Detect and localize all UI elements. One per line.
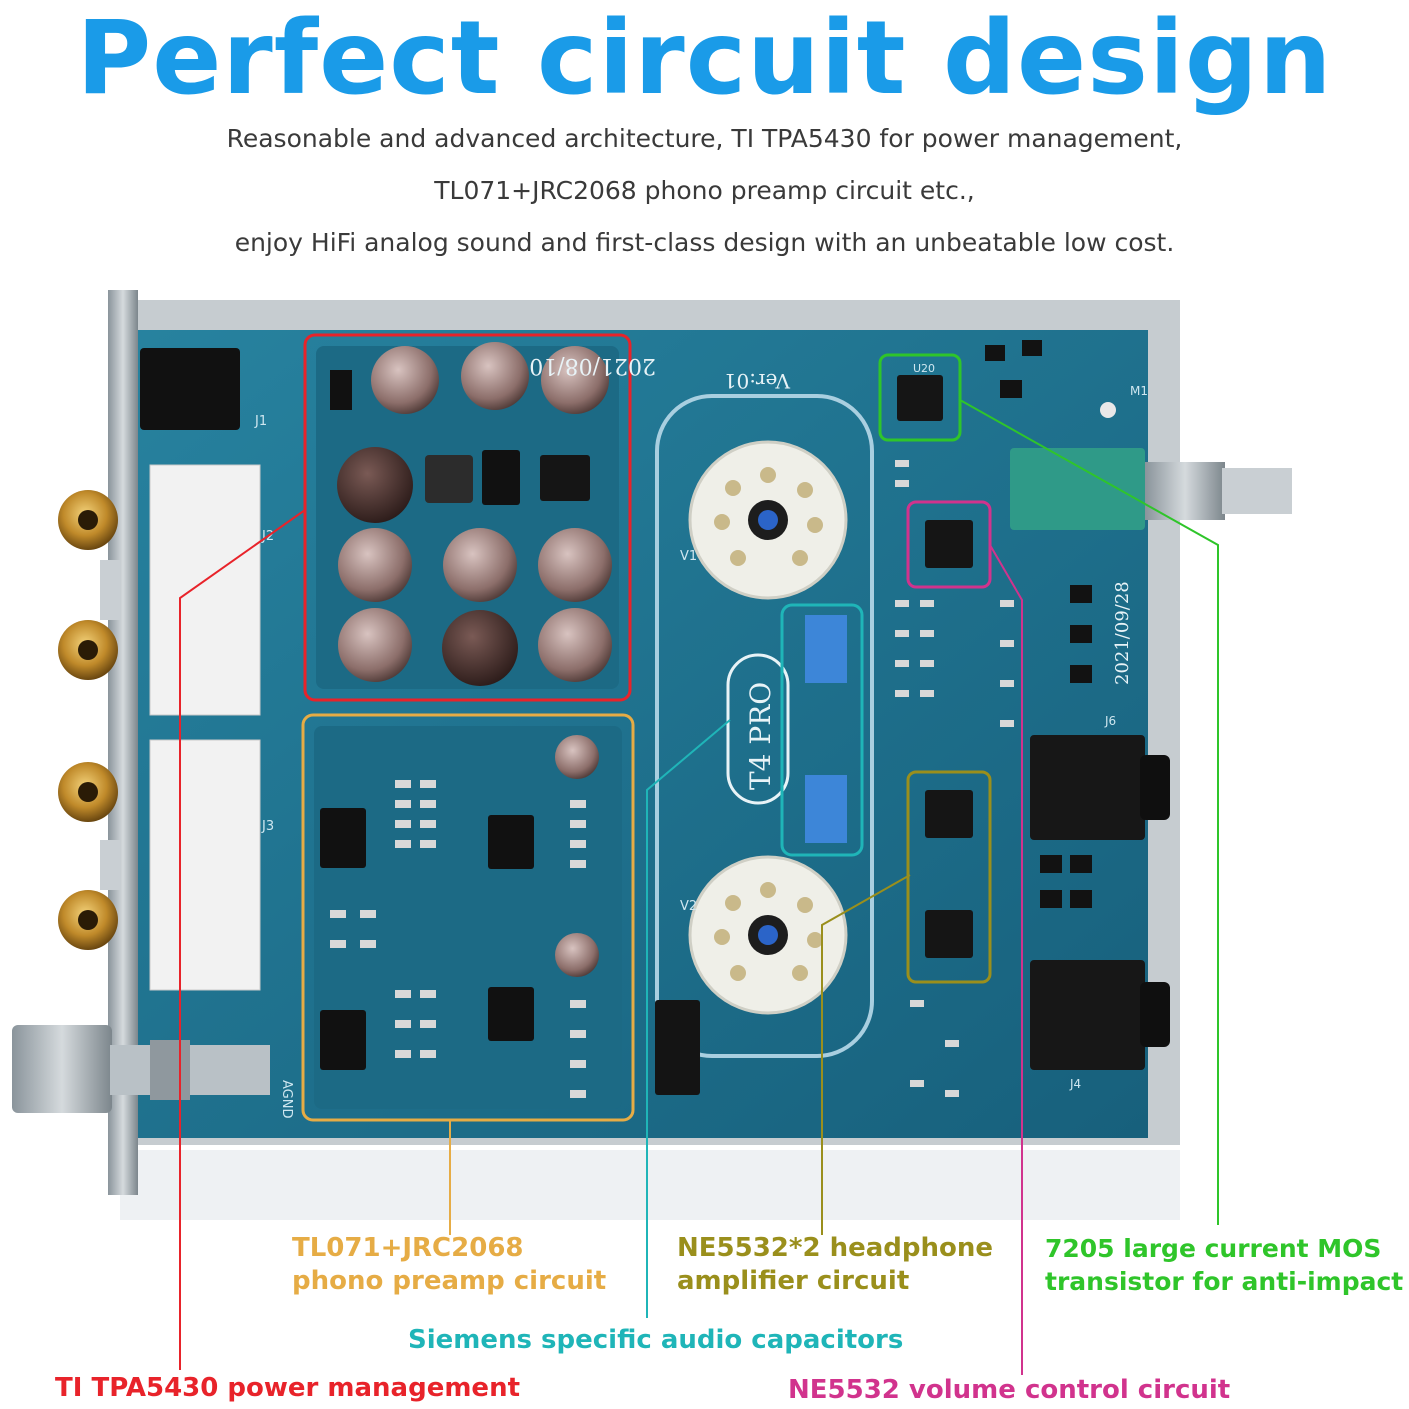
dc-jack (140, 348, 240, 430)
label-m1: M1 (1130, 384, 1148, 398)
callout-leaders (179, 399, 1219, 1375)
callout-phono-line-2: phono preamp circuit (292, 1266, 607, 1296)
power-capacitors (330, 342, 612, 686)
phono-section-area (314, 726, 622, 1109)
siemens-capacitor-1 (805, 615, 847, 683)
label-v1: V1 (680, 549, 697, 564)
chip-u8 (925, 790, 973, 838)
power-section-area (316, 346, 619, 689)
transistors (985, 340, 1092, 908)
callout-mos-line-2: transistor for anti-impact (1045, 1267, 1404, 1296)
label-u20: U20 (913, 362, 935, 375)
label-v2: V2 (680, 899, 697, 914)
chip-u14 (655, 1000, 700, 1095)
pcb (138, 330, 1148, 1138)
board-reflection (120, 1150, 1180, 1220)
tube-socket-v1 (688, 440, 848, 600)
ground-terminal (12, 1025, 270, 1113)
subtitle-line-1: Reasonable and advanced architecture, TI… (226, 124, 1183, 153)
callout-mos: 7205 large current MOS transistor for an… (1045, 1232, 1403, 1298)
callout-headphone-line-1: NE5532*2 headphone (677, 1233, 994, 1263)
label-j6: J6 (1104, 714, 1116, 728)
callout-capacitors: Siemens specific audio capacitors (408, 1325, 904, 1355)
volume-outline (906, 500, 992, 589)
tube-area-outline (655, 394, 874, 1058)
capacitors-outline (780, 603, 864, 857)
label-j1: J1 (254, 414, 267, 429)
callout-volume: NE5532 volume control circuit (788, 1375, 1231, 1405)
label-j4: J4 (1069, 1077, 1081, 1091)
label-j3: J3 (261, 819, 274, 834)
board-version: Ver:01 (724, 369, 791, 393)
power-section-outline (303, 333, 632, 702)
board-date-top: 2021/08/10 (529, 353, 656, 378)
front-panel (108, 290, 138, 1195)
phono-smd-parts (330, 780, 586, 1098)
rca-jacks (58, 464, 261, 991)
callout-headphone-line-2: amplifier circuit (677, 1266, 910, 1296)
board-date-side: 2021/09/28 (1112, 581, 1133, 685)
page-title: Perfect circuit design (76, 0, 1333, 118)
subtitle-line-2: TL071+JRC2068 phono preamp circuit etc., (434, 176, 975, 205)
callout-mos-line-1: 7205 large current MOS (1045, 1234, 1382, 1263)
subtitle-line-3: enjoy HiFi analog sound and first-class … (234, 228, 1175, 257)
callout-phono-line-1: TL071+JRC2068 (292, 1233, 524, 1263)
callout-phono: TL071+JRC2068 phono preamp circuit (292, 1232, 606, 1298)
callout-power: TI TPA5430 power management (55, 1373, 521, 1403)
label-agnd: AGND (279, 1080, 294, 1118)
mos-outline (878, 353, 962, 442)
mounting-hole-m1 (1100, 402, 1116, 418)
chip-volume (925, 520, 973, 568)
chip-u9 (925, 910, 973, 958)
callout-headphone: NE5532*2 headphone amplifier circuit (677, 1232, 993, 1298)
smd-parts-right (895, 460, 1014, 1097)
model-badge-outline (726, 653, 790, 805)
siemens-capacitor-2 (805, 775, 847, 843)
phono-chips (320, 735, 599, 1070)
phono-section-outline (301, 713, 635, 1122)
tube-socket-v2 (688, 855, 848, 1015)
chip-u20 (897, 375, 943, 421)
headphone-jacks (1030, 735, 1170, 1070)
volume-potentiometer (1010, 448, 1292, 530)
model-badge: T4 PRO (744, 682, 777, 790)
